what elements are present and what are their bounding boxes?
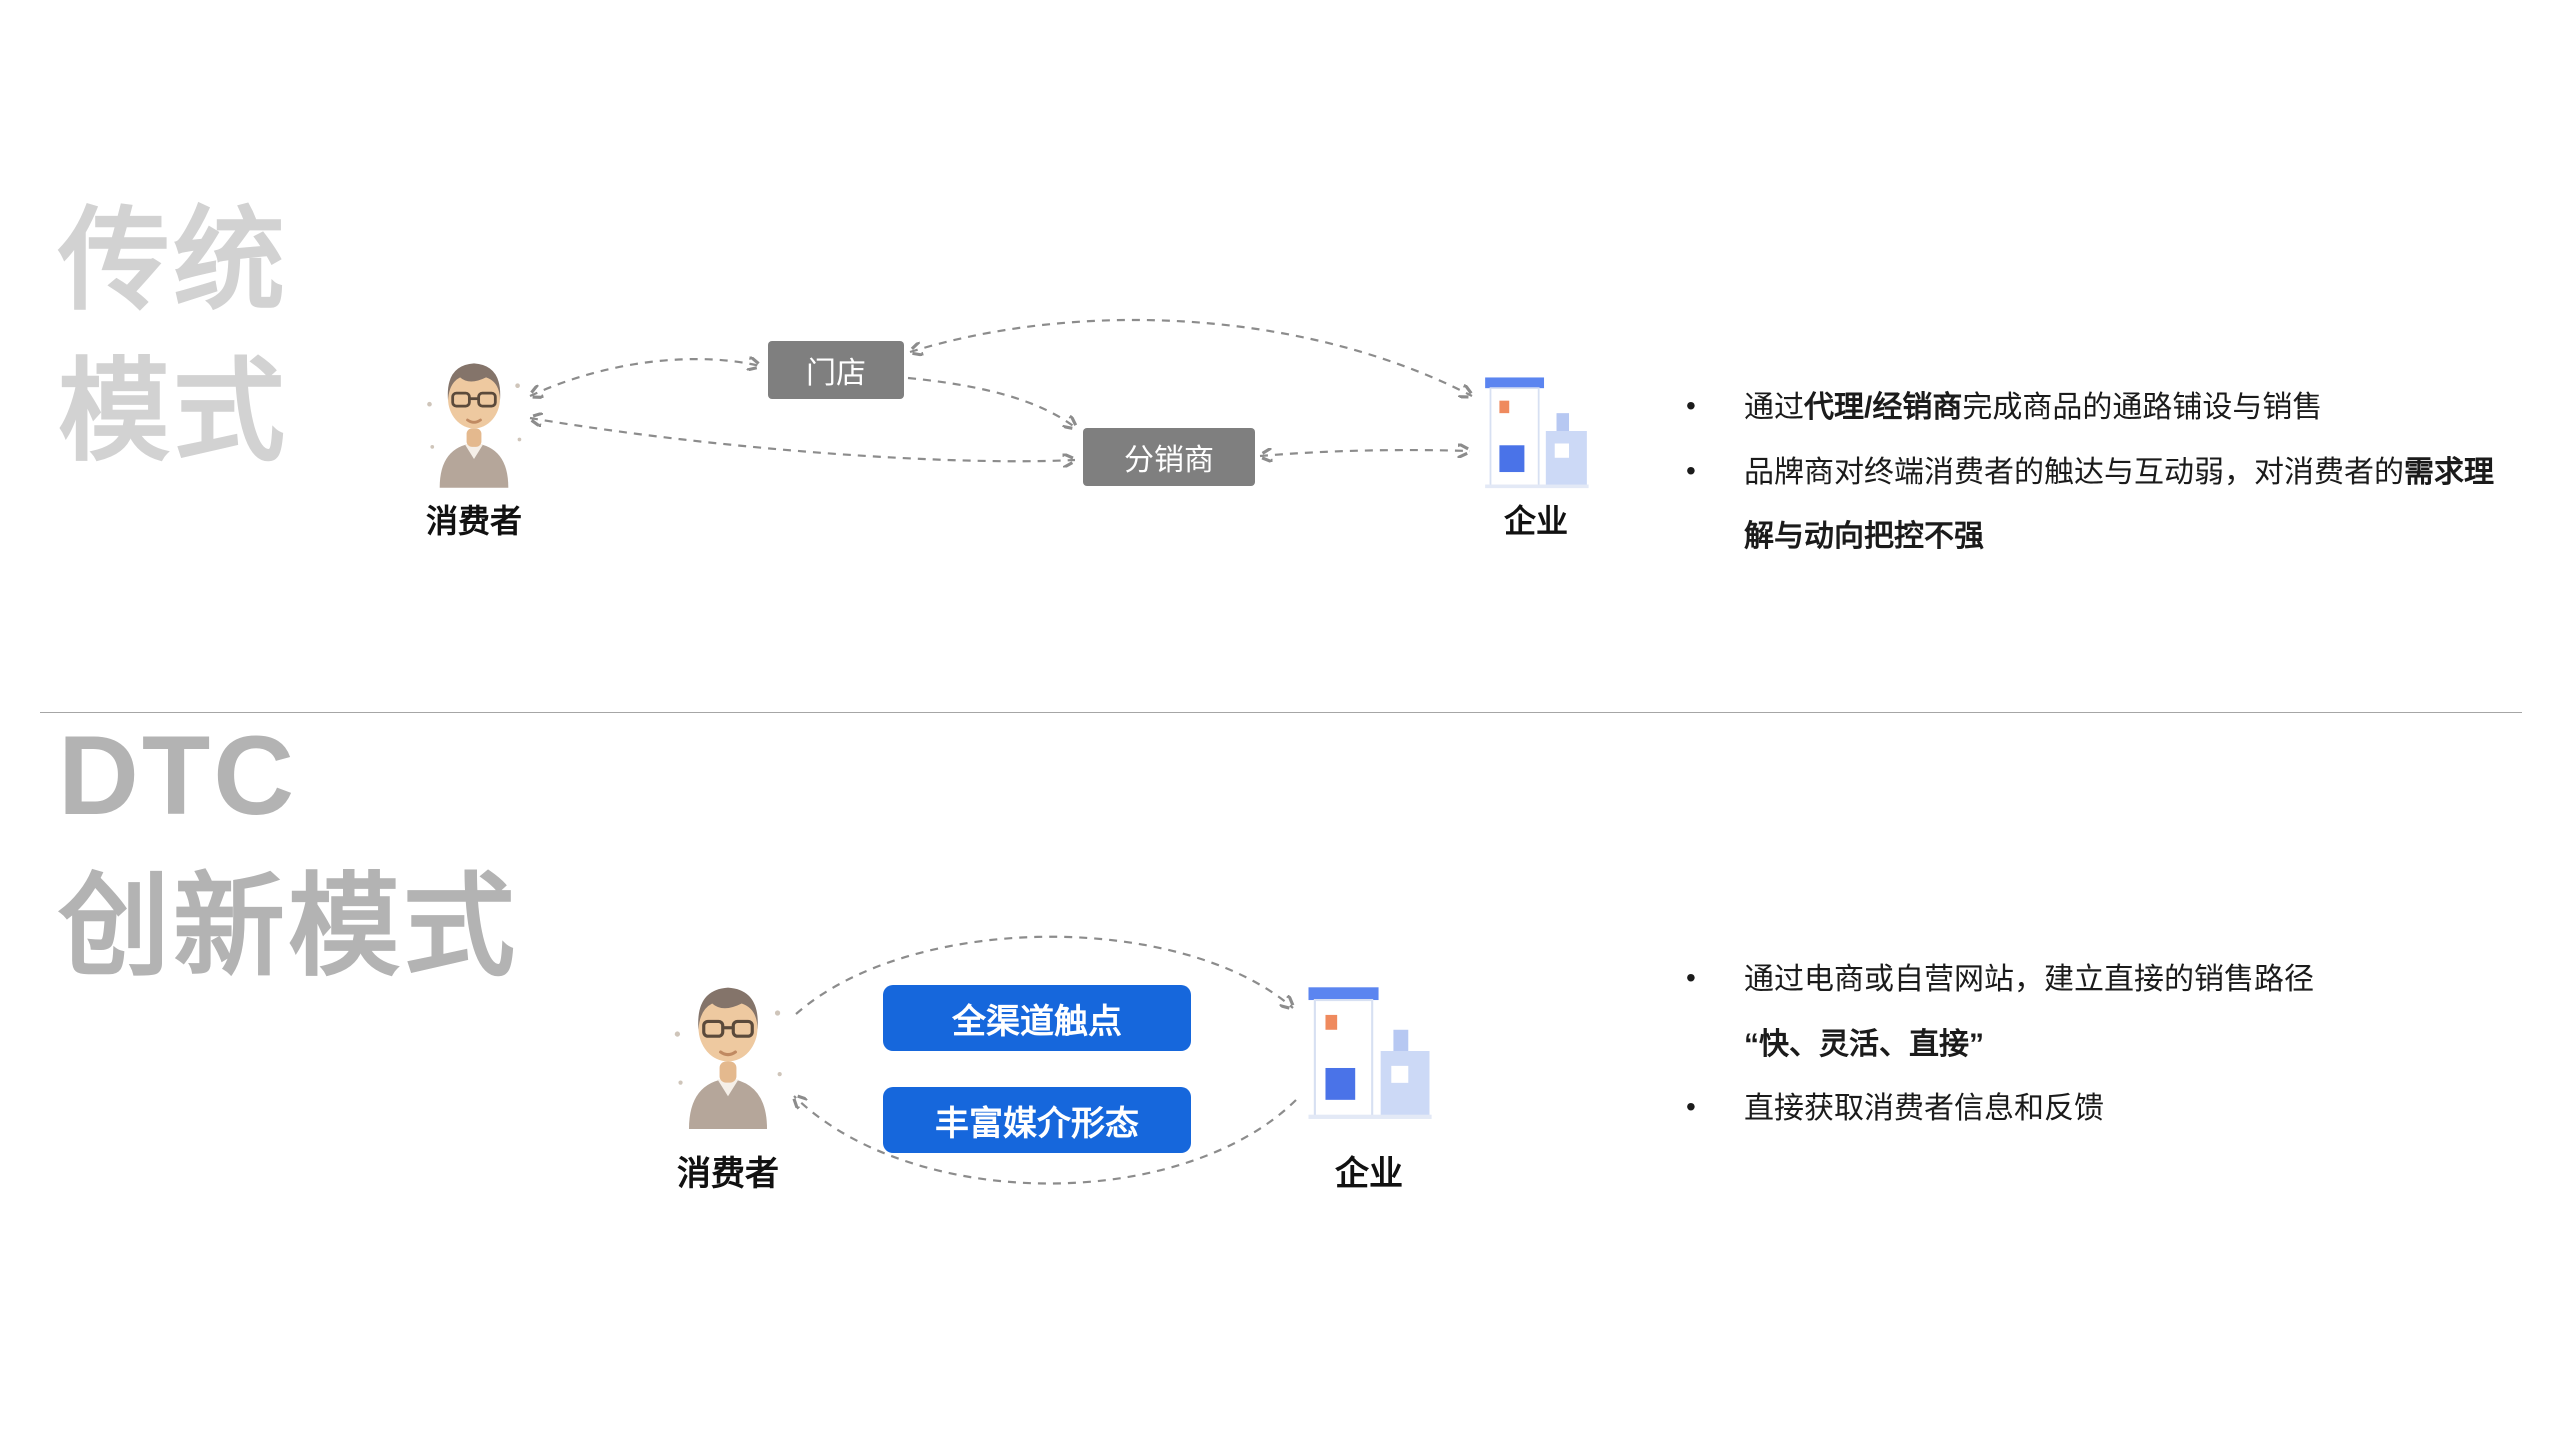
section-title-traditional: 传统 模式 [58, 198, 288, 475]
bullet-text: 直接获取消费者信息和反馈 [1744, 1092, 2104, 1125]
enterprise-building-icon [1478, 368, 1594, 494]
consumer-label: 消费者 [677, 1155, 779, 1193]
bullet-text: 通过代理/经销商完成商品的通路铺设与销售 [1744, 391, 2323, 424]
bullet-text: 品牌商对终端消费者的触达与互动弱，对消费者的需求理解与动向把控不强 [1744, 455, 2494, 554]
store-node: 门店 [768, 341, 904, 399]
section-title-dtc: DTC 创新模式 [58, 713, 518, 990]
dtc-bullet-list: • 通过电商或自营网站，建立直接的销售路径“快、灵活、直接” • 直接获取消费者… [1686, 948, 2516, 1142]
omnichannel-touchpoint-node: 全渠道触点 [883, 985, 1191, 1051]
bullet-dot: • [1686, 962, 1696, 993]
consumer-person-icon [670, 968, 786, 1136]
bullet-item: • 通过代理/经销商完成商品的通路铺设与销售 [1686, 376, 2516, 441]
bullet-item: • 品牌商对终端消费者的触达与互动弱，对消费者的需求理解与动向把控不强 [1686, 441, 2516, 570]
bullet-dot: • [1686, 390, 1696, 421]
enterprise-label: 企业 [1503, 503, 1568, 539]
traditional-bullet-list: • 通过代理/经销商完成商品的通路铺设与销售 • 品牌商对终端消费者的触达与互动… [1686, 376, 2516, 570]
rich-media-node: 丰富媒介形态 [883, 1087, 1191, 1153]
bullet-text: 通过电商或自营网站，建立直接的销售路径“快、灵活、直接” [1744, 963, 2314, 1061]
bullet-item: • 直接获取消费者信息和反馈 [1686, 1077, 2516, 1142]
consumer-person-icon [423, 346, 525, 494]
bullet-item: • 通过电商或自营网站，建立直接的销售路径“快、灵活、直接” [1686, 948, 2516, 1077]
consumer-label: 消费者 [425, 503, 522, 539]
section-divider [40, 712, 2522, 713]
enterprise-label: 企业 [1335, 1155, 1403, 1193]
distributor-node: 分销商 [1083, 428, 1255, 486]
bullet-dot: • [1686, 454, 1696, 486]
enterprise-building-icon [1300, 976, 1438, 1126]
bullet-dot: • [1686, 1091, 1696, 1122]
